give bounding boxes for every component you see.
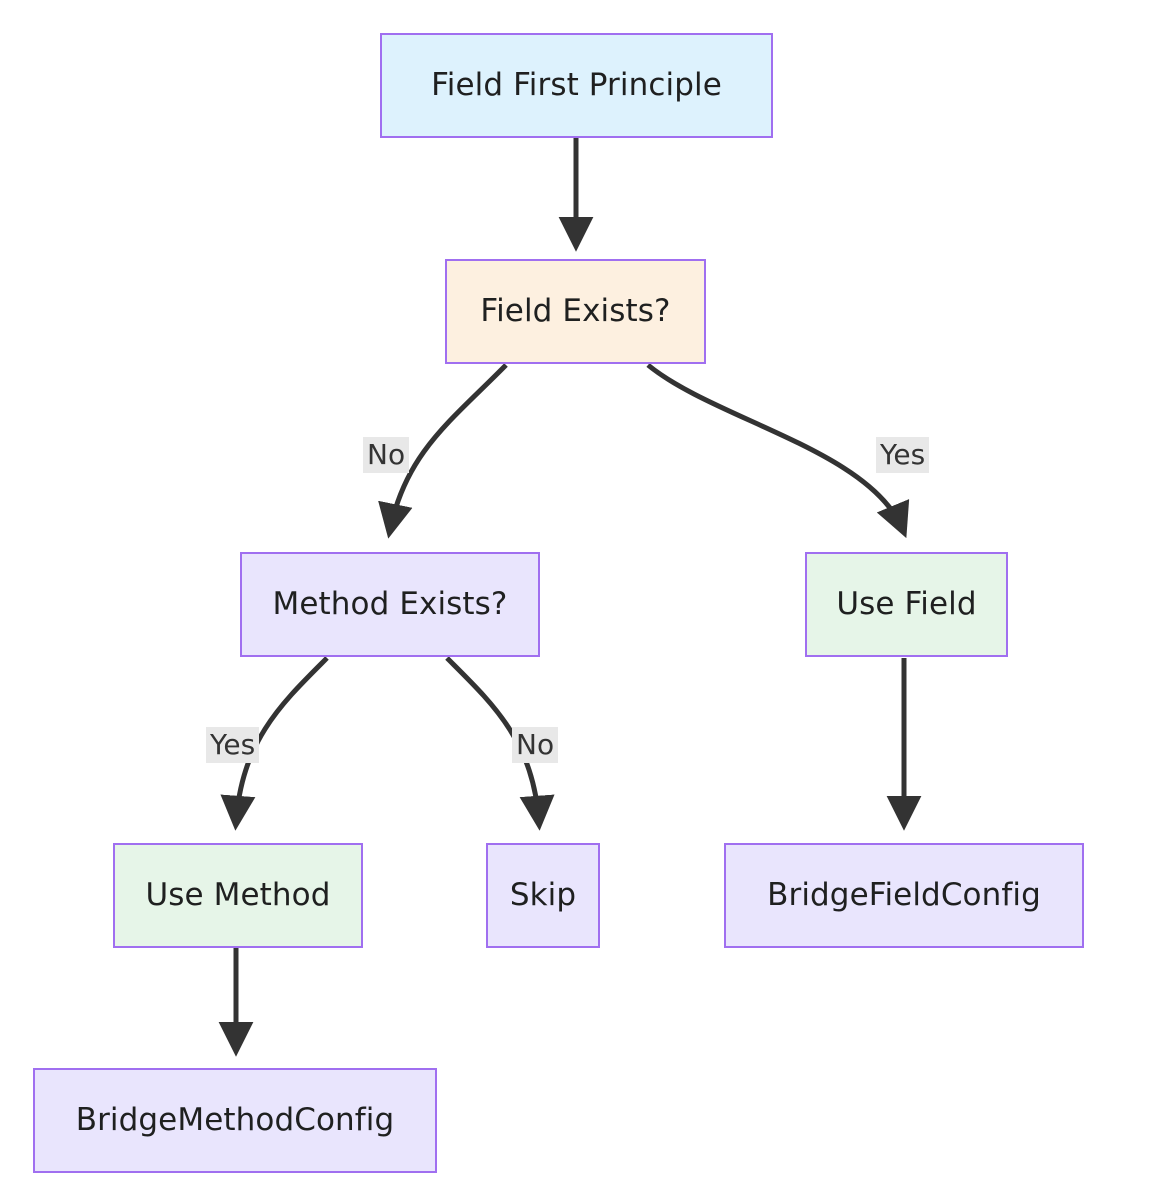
node-label: BridgeFieldConfig bbox=[767, 877, 1041, 914]
edge-field-exists-to-use-field bbox=[646, 363, 910, 539]
node-label: Use Method bbox=[145, 877, 331, 914]
node-use-method[interactable]: Use Method bbox=[113, 843, 363, 948]
node-field-first-principle[interactable]: Field First Principle bbox=[380, 33, 773, 138]
node-label: Method Exists? bbox=[272, 586, 508, 623]
node-label: Use Field bbox=[836, 586, 977, 623]
node-method-exists[interactable]: Method Exists? bbox=[240, 552, 540, 657]
node-label: BridgeMethodConfig bbox=[75, 1102, 395, 1139]
node-field-exists[interactable]: Field Exists? bbox=[445, 259, 706, 364]
node-bridge-field-config[interactable]: BridgeFieldConfig bbox=[724, 843, 1084, 948]
edge-method-exists-to-skip bbox=[445, 656, 555, 831]
edge-label-field-exists-no: No bbox=[363, 437, 410, 474]
edge-label-method-exists-no: No bbox=[512, 727, 559, 764]
node-label: Field First Principle bbox=[431, 67, 722, 104]
edge-label-method-exists-yes: Yes bbox=[206, 727, 260, 764]
node-label: Field Exists? bbox=[480, 293, 671, 330]
node-label: Skip bbox=[509, 877, 577, 914]
node-skip[interactable]: Skip bbox=[486, 843, 600, 948]
edge-field-exists-to-method-exists bbox=[378, 363, 508, 539]
node-bridge-method-config[interactable]: BridgeMethodConfig bbox=[33, 1068, 437, 1173]
node-use-field[interactable]: Use Field bbox=[805, 552, 1008, 657]
edge-method-exists-to-use-method bbox=[220, 656, 329, 831]
edge-label-field-exists-yes: Yes bbox=[876, 437, 930, 474]
